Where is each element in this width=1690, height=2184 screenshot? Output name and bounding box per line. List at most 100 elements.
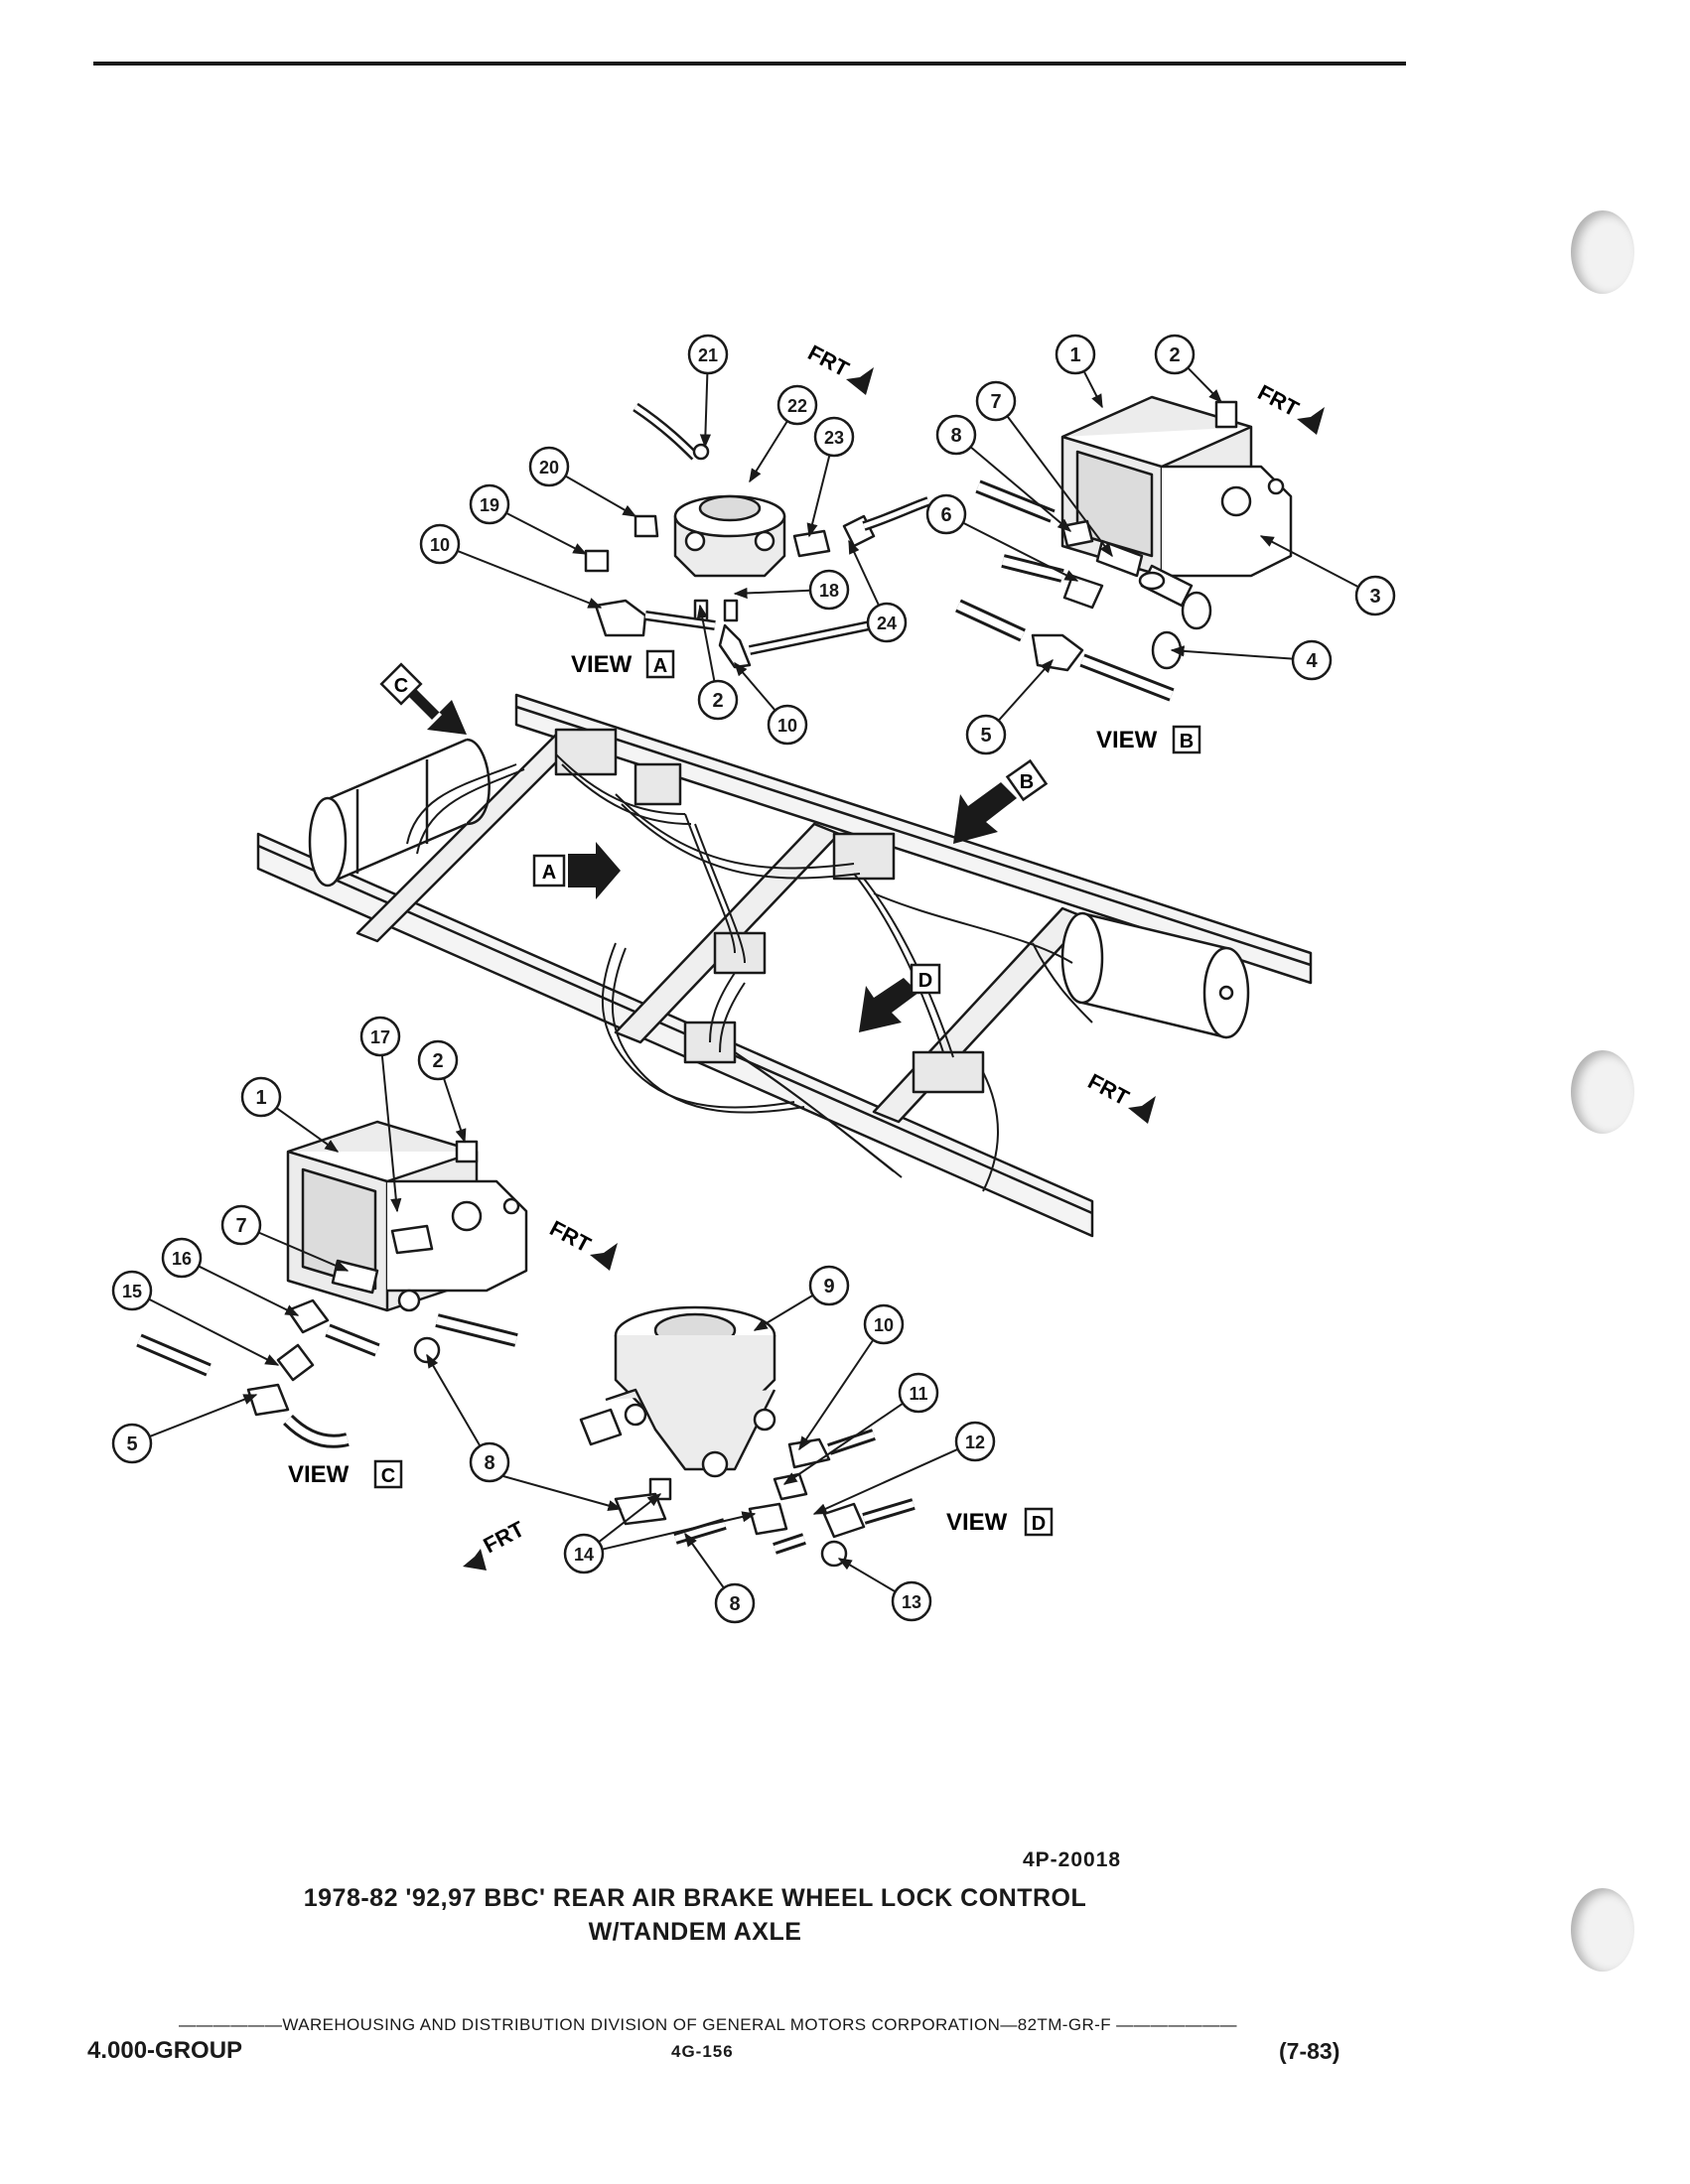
callout-number: 8 [729,1593,740,1615]
callout-number: 10 [874,1315,894,1335]
view-c-exploded [136,1120,528,1448]
callout-vd-14: 14 [563,1493,757,1574]
callout-vc-1: 1 [240,1076,340,1153]
frame-rail-lower [256,832,1094,1238]
callout-number: 21 [698,345,718,365]
callout-vc-15: 15 [111,1270,280,1366]
callout-circle [767,704,808,746]
view-b-exploded [955,395,1293,702]
callout-number: 19 [480,495,499,515]
view-label-letter: B [1180,731,1194,752]
callout-leader-line [734,661,776,712]
callout-vc-16: 16 [161,1237,300,1316]
callout-number: 18 [819,581,839,601]
callout-vc-7: 7 [220,1204,350,1272]
callout-circle [417,1039,459,1081]
callout-leader-line [198,1265,300,1316]
callout-circle [808,1265,850,1306]
callout-leader-line [782,1402,904,1485]
callout-circle [220,1204,262,1246]
callout-leader-line [442,1077,467,1144]
frt-indicator: FRT [804,340,874,395]
callout-leader-line [733,587,811,600]
view-arrow-letter: C [394,675,408,697]
callout-leader-line [812,1447,959,1515]
callout-circle [1055,334,1096,375]
callout-number: 10 [777,716,797,736]
callout-circle [528,446,570,487]
callout-va-2: 2 [696,604,739,721]
callout-circle [935,414,977,456]
view-label-b: VIEW B [1096,725,1201,754]
callout-leader-line [997,658,1054,722]
callout-leader-line [753,1294,814,1331]
callout-circle [469,483,510,525]
callout-leader-line [457,550,603,609]
callout-circle [813,416,855,458]
callout-leader-line [148,1297,280,1366]
callout-leader-line [149,1394,258,1437]
binder-hole [1571,210,1634,294]
callout-leader-line [696,604,716,682]
callout-circle [1154,334,1196,375]
callout-leader-line [1259,535,1359,589]
callout-vb-5: 5 [965,658,1054,755]
callout-number: 4 [1306,650,1318,672]
svg-text:FRT: FRT [1084,1068,1134,1110]
view-label-text: VIEW [1096,727,1158,753]
callout-number: 2 [1169,344,1180,366]
callout-number: 9 [823,1276,834,1297]
figure-caption: 1978-82 '92,97 BBC' REAR AIR BRAKE WHEEL… [199,1881,1192,1949]
frt-indicator: FRT [546,1215,618,1271]
callout-circle [240,1076,282,1118]
callout-leader-line [602,1511,757,1551]
callout-number: 17 [370,1027,390,1047]
callout-circle [111,1423,153,1464]
callout-leader-line [969,446,1072,532]
callout-leader-line [1170,645,1294,660]
view-d-exploded [579,1305,915,1568]
view-label-a: VIEW A [571,649,675,679]
chassis-valve [554,728,618,776]
view-label-text: VIEW [571,651,633,678]
svg-text:FRT: FRT [804,340,854,381]
callout-vb-2: 2 [1154,334,1222,404]
callout-leader-line [1187,366,1222,404]
callout-vd-13: 13 [837,1558,932,1622]
callout-number: 24 [877,614,897,633]
callout-leader-line [564,475,637,517]
callout-leader-line [258,1231,350,1272]
footer-rule-right: ——————— [1111,2015,1237,2034]
callout-circle [866,602,908,643]
callout-vb-4: 4 [1170,639,1333,681]
callout-leader-line [962,521,1079,582]
chassis-valve [832,832,896,881]
footer-group: 4.000-GROUP [87,2037,243,2064]
callout-circle [776,384,818,426]
callout-circle [111,1270,153,1311]
callout-circle [697,679,739,721]
air-tank-right [1060,911,1250,1039]
callout-leader-line [426,1353,482,1447]
callout-number: 10 [430,535,450,555]
callout-circle [469,1441,510,1483]
callout-number: 11 [909,1384,927,1404]
callout-va-23: 23 [806,416,855,538]
callout-vc-5: 5 [111,1394,258,1464]
view-label-text: VIEW [946,1509,1008,1536]
binder-hole [1571,1050,1634,1134]
chassis-valve [634,762,682,806]
callout-vb-7: 7 [975,380,1113,558]
view-label-text: VIEW [288,1461,350,1488]
callout-circle [714,1582,756,1624]
callout-leader-line [505,511,588,555]
callout-circle [965,714,1007,755]
view-arrow-c: C [379,662,467,735]
callout-va-19: 19 [469,483,588,555]
callout-number: 5 [126,1433,137,1455]
callout-leader-line [684,1532,725,1589]
callout-vb-3: 3 [1259,535,1396,616]
callout-circle [1291,639,1333,681]
